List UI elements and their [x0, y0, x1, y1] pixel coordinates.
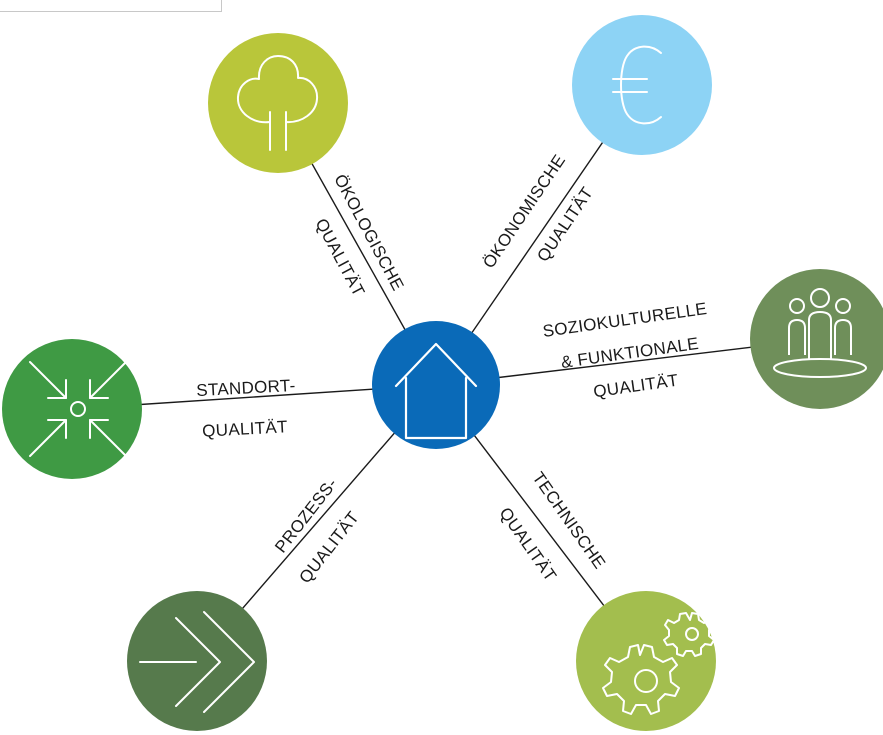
label-standort-line1: STANDORT-: [196, 376, 296, 400]
gears-icon: [602, 612, 715, 715]
node-standort: STANDORT- QUALITÄT: [2, 339, 296, 479]
label-soziokulturell-line1: SOZIOKULTURELLE: [541, 299, 708, 341]
label-soziokulturell-line3: QUALITÄT: [592, 371, 679, 402]
node-prozess: PROZESS- QUALITÄT: [127, 474, 363, 731]
tree-icon: [236, 55, 319, 151]
center-node: [372, 321, 500, 449]
label-soziokulturell-line2: & FUNKTIONALE: [560, 334, 700, 372]
node-oekonomisch: ÖKONOMISCHE QUALITÄT: [479, 15, 712, 272]
label-standort-line2: QUALITÄT: [202, 417, 288, 440]
toolbar-fragment: [0, 0, 222, 12]
compress-arrows-icon: [29, 361, 127, 457]
house-icon: [394, 342, 478, 440]
label-technisch-line2: QUALITÄT: [496, 504, 561, 585]
node-soziokulturell: SOZIOKULTURELLE & FUNKTIONALE QUALITÄT: [541, 269, 883, 409]
people-icon: [773, 288, 867, 378]
node-technisch: TECHNISCHE QUALITÄT: [496, 468, 716, 731]
arrows-icon: [139, 611, 255, 713]
euro-icon: [612, 45, 662, 125]
node-oekologisch: ÖKOLOGISCHE QUALITÄT: [208, 33, 408, 300]
